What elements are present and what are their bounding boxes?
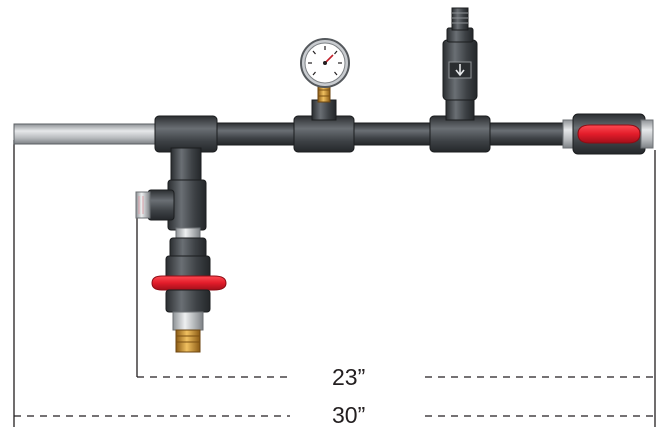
dimension-label-23: 23” (332, 364, 366, 390)
pressure-gauge-icon (300, 38, 350, 88)
silver-inlet-pipe (13, 123, 160, 145)
dark-pipe-run (199, 122, 571, 146)
brass-fitting (175, 329, 201, 353)
ball-valve-icon (151, 275, 227, 291)
left-tee (154, 115, 218, 189)
injection-tee (135, 179, 207, 231)
check-valve-icon (442, 7, 478, 101)
dimension-label-30: 30” (332, 402, 366, 428)
gauge-tee (293, 83, 355, 153)
dimension-lines (13, 140, 656, 427)
ball-valve-handle (577, 124, 641, 144)
vertical-ball-valve (151, 227, 227, 353)
horizontal-ball-valve (562, 113, 654, 155)
check-valve-tee (429, 95, 491, 153)
